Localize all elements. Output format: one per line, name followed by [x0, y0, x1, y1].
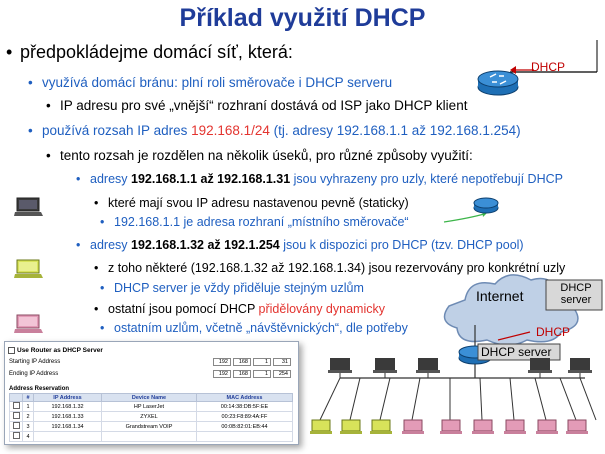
bullet-12: •ostatní jsou pomocí DHCP přidělovány dy… — [94, 302, 385, 316]
end-ip-octet-4[interactable]: 254 — [273, 370, 291, 378]
bullet-6-post: jsou vyhrazeny pro uzly, které nepotřebu… — [290, 172, 563, 186]
row-select-radio[interactable] — [12, 422, 20, 429]
bullet-3: •IP adresu pro své „vnější“ rozhraní dos… — [46, 98, 468, 113]
bullet-9-bold: 192.168.1.32 až 192.1.254 — [131, 238, 280, 252]
row-ip — [32, 431, 103, 442]
bullet-4-post: (tj. adresy 192.168.1.1 až 192.168.1.254… — [269, 123, 521, 138]
table-row[interactable]: 4 — [9, 431, 294, 442]
bullet-4: •používá rozsah IP adres 192.168.1/24 (t… — [28, 123, 521, 138]
row-mac: 00:14:38:DB:5F:EE — [195, 401, 294, 412]
internet-cloud — [443, 274, 579, 346]
row-ip: 192.168.1.33 — [32, 411, 103, 422]
lower-computers-green — [310, 419, 392, 434]
network-diagram — [310, 274, 603, 434]
row-device: HP LaserJet — [101, 401, 197, 412]
bullet-6-pre: adresy — [90, 172, 131, 186]
router-dhcp-server-label: DHCP server — [481, 345, 552, 359]
row-select-radio[interactable] — [12, 402, 20, 409]
col-device-name: Device Name — [101, 393, 197, 402]
row-mac: 00:23:F8:89:4A:FF — [195, 411, 294, 422]
bullet-2: •využívá domácí bránu: plní roli směrova… — [28, 75, 393, 90]
bullet-10-text: z toho některé (192.168.1.32 až 192.168.… — [108, 261, 566, 275]
row-number: 2 — [22, 411, 34, 422]
dhcp-top-arrow — [510, 66, 534, 74]
address-reservation-heading: Address Reservation — [9, 386, 70, 392]
col-number: # — [22, 393, 34, 402]
bullet-1-text: předpokládejme domácí síť, která: — [20, 42, 293, 62]
slide-title: Příklad využití DHCP — [179, 4, 426, 32]
bullet-9-post: jsou k dispozici pro DHCP (tzv. DHCP poo… — [279, 238, 524, 252]
col-mac-address: MAC Address — [195, 393, 294, 402]
row-ip: 192.168.1.32 — [32, 401, 103, 412]
start-ip-octet-2[interactable]: 168 — [233, 358, 251, 366]
end-ip-label: Ending IP Address — [9, 371, 59, 377]
upper-computers — [328, 358, 592, 373]
row-device: Grandstream VOIP — [101, 421, 197, 432]
bullet-7: •které mají svou IP adresu nastavenou pe… — [94, 196, 409, 210]
row-mac — [195, 431, 294, 442]
local-router-diagram — [443, 197, 499, 223]
start-ip-octet-1[interactable]: 192 — [213, 358, 231, 366]
bullet-2-text: využívá domácí bránu: plní roli směrovač… — [42, 75, 393, 90]
bullet-4-pre: používá rozsah IP adres — [42, 123, 192, 138]
row-device — [101, 431, 197, 442]
bullet-7-text: které mají svou IP adresu nastavenou pev… — [108, 196, 409, 210]
table-row[interactable]: 2 192.168.1.33 ZYXEL 00:23:F8:89:4A:FF — [9, 411, 294, 422]
computer-icon-reserved — [14, 259, 43, 278]
isp-dhcp-server-box — [545, 279, 603, 311]
row-select-radio[interactable] — [12, 412, 20, 419]
table-header-row: # IP Address Device Name MAC Address — [9, 393, 294, 402]
isp-dhcp-server-label: DHCP server — [560, 282, 592, 306]
bullet-13: •ostatním uzlům, včetně „návštěvnických“… — [100, 321, 408, 335]
bullet-6: •adresy 192.168.1.1 až 192.168.1.31 jsou… — [76, 172, 563, 186]
row-ip: 192.168.1.34 — [32, 421, 103, 432]
dhcp-top-label: DHCP — [531, 60, 566, 74]
end-ip-octet-1[interactable]: 192 — [213, 370, 231, 378]
use-router-checkbox[interactable] — [8, 347, 15, 354]
end-ip-octet-2[interactable]: 168 — [233, 370, 251, 378]
row-number: 3 — [22, 421, 34, 432]
bullet-12-pre: ostatní jsou pomocí DHCP — [108, 302, 259, 316]
bullet-9-pre: adresy — [90, 238, 131, 252]
row-select-radio[interactable] — [12, 432, 20, 439]
start-ip-label: Starting IP Address — [9, 359, 61, 365]
home-router-diagram — [477, 40, 598, 96]
lower-computers-pink — [402, 419, 588, 434]
bullet-13-text: ostatním uzlům, včetně „návštěvnických“,… — [114, 321, 408, 335]
bullet-3-text: IP adresu pro své „vnější“ rozhraní dost… — [60, 98, 468, 113]
row-number: 4 — [22, 431, 34, 442]
bullet-10: •z toho některé (192.168.1.32 až 192.168… — [94, 261, 566, 275]
bullet-6-bold: 192.168.1.1 až 192.168.1.31 — [131, 172, 291, 186]
row-number: 1 — [22, 401, 34, 412]
reservation-table: # IP Address Device Name MAC Address 1 1… — [9, 393, 294, 442]
col-select — [9, 393, 23, 402]
row-device: ZYXEL — [101, 411, 197, 422]
start-ip-octet-4[interactable]: 31 — [273, 358, 291, 366]
start-ip-octet-3[interactable]: 1 — [253, 358, 271, 366]
dhcp-settings-panel: Use Router as DHCP Server Starting IP Ad… — [4, 341, 299, 445]
bullet-8-text: 192.168.1.1 je adresa rozhraní „místního… — [114, 215, 409, 229]
computer-icon-dynamic — [14, 314, 43, 333]
dhcp-arrow-label: DHCP — [536, 325, 571, 339]
bullet-5: •tento rozsah je rozdělen na několik úse… — [46, 148, 473, 163]
use-router-label: Use Router as DHCP Server — [17, 347, 103, 354]
bullet-4-red: 192.168.1/24 — [191, 123, 270, 138]
computer-icon-static — [14, 197, 43, 216]
table-row[interactable]: 3 192.168.1.34 Grandstream VOIP 00:0B:82… — [9, 421, 294, 432]
end-ip-octet-3[interactable]: 1 — [253, 370, 271, 378]
row-mac: 00:0B:82:01:EB:44 — [195, 421, 294, 432]
table-row[interactable]: 1 192.168.1.32 HP LaserJet 00:14:38:DB:5… — [9, 401, 294, 412]
bullet-11-text: DHCP server je vždy přiděluje stejným uz… — [114, 281, 364, 295]
bullet-1: •předpokládejme domácí síť, která: — [6, 42, 293, 62]
bullet-11: •DHCP server je vždy přiděluje stejným u… — [100, 281, 364, 295]
bullet-5-text: tento rozsah je rozdělen na několik úsek… — [60, 148, 473, 163]
internet-label: Internet — [476, 288, 524, 304]
bullet-12-red: přidělovány dynamicky — [258, 302, 385, 316]
col-ip-address: IP Address — [32, 393, 103, 402]
bullet-9: •adresy 192.168.1.32 až 192.1.254 jsou k… — [76, 238, 524, 252]
bullet-8: •192.168.1.1 je adresa rozhraní „místníh… — [100, 215, 409, 229]
